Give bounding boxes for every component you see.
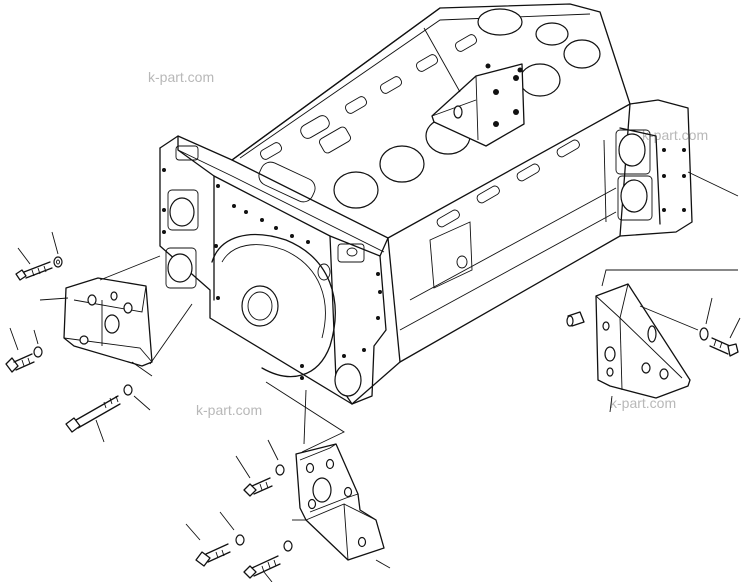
- watermark-top-left: k-part.com: [148, 69, 214, 85]
- cylinder-bores: [258, 8, 601, 228]
- bottom-center-bracket: [265, 381, 385, 561]
- left-fastener-set: [5, 231, 151, 443]
- flywheel-housing: [162, 145, 382, 397]
- top-mount-bracket: [423, 27, 525, 147]
- watermark-bottom-right: k-part.com: [610, 395, 676, 411]
- bottom-fastener-set: [185, 439, 391, 582]
- left-front-bracket: [63, 255, 193, 377]
- right-fastener-set: [699, 297, 741, 357]
- right-rear-bracket: [566, 171, 739, 413]
- watermark-top-right: k-part.com: [642, 127, 708, 143]
- rear-face-ports: [615, 127, 686, 225]
- side-lugs: [429, 221, 473, 289]
- watermark-bottom-left: k-part.com: [196, 402, 262, 418]
